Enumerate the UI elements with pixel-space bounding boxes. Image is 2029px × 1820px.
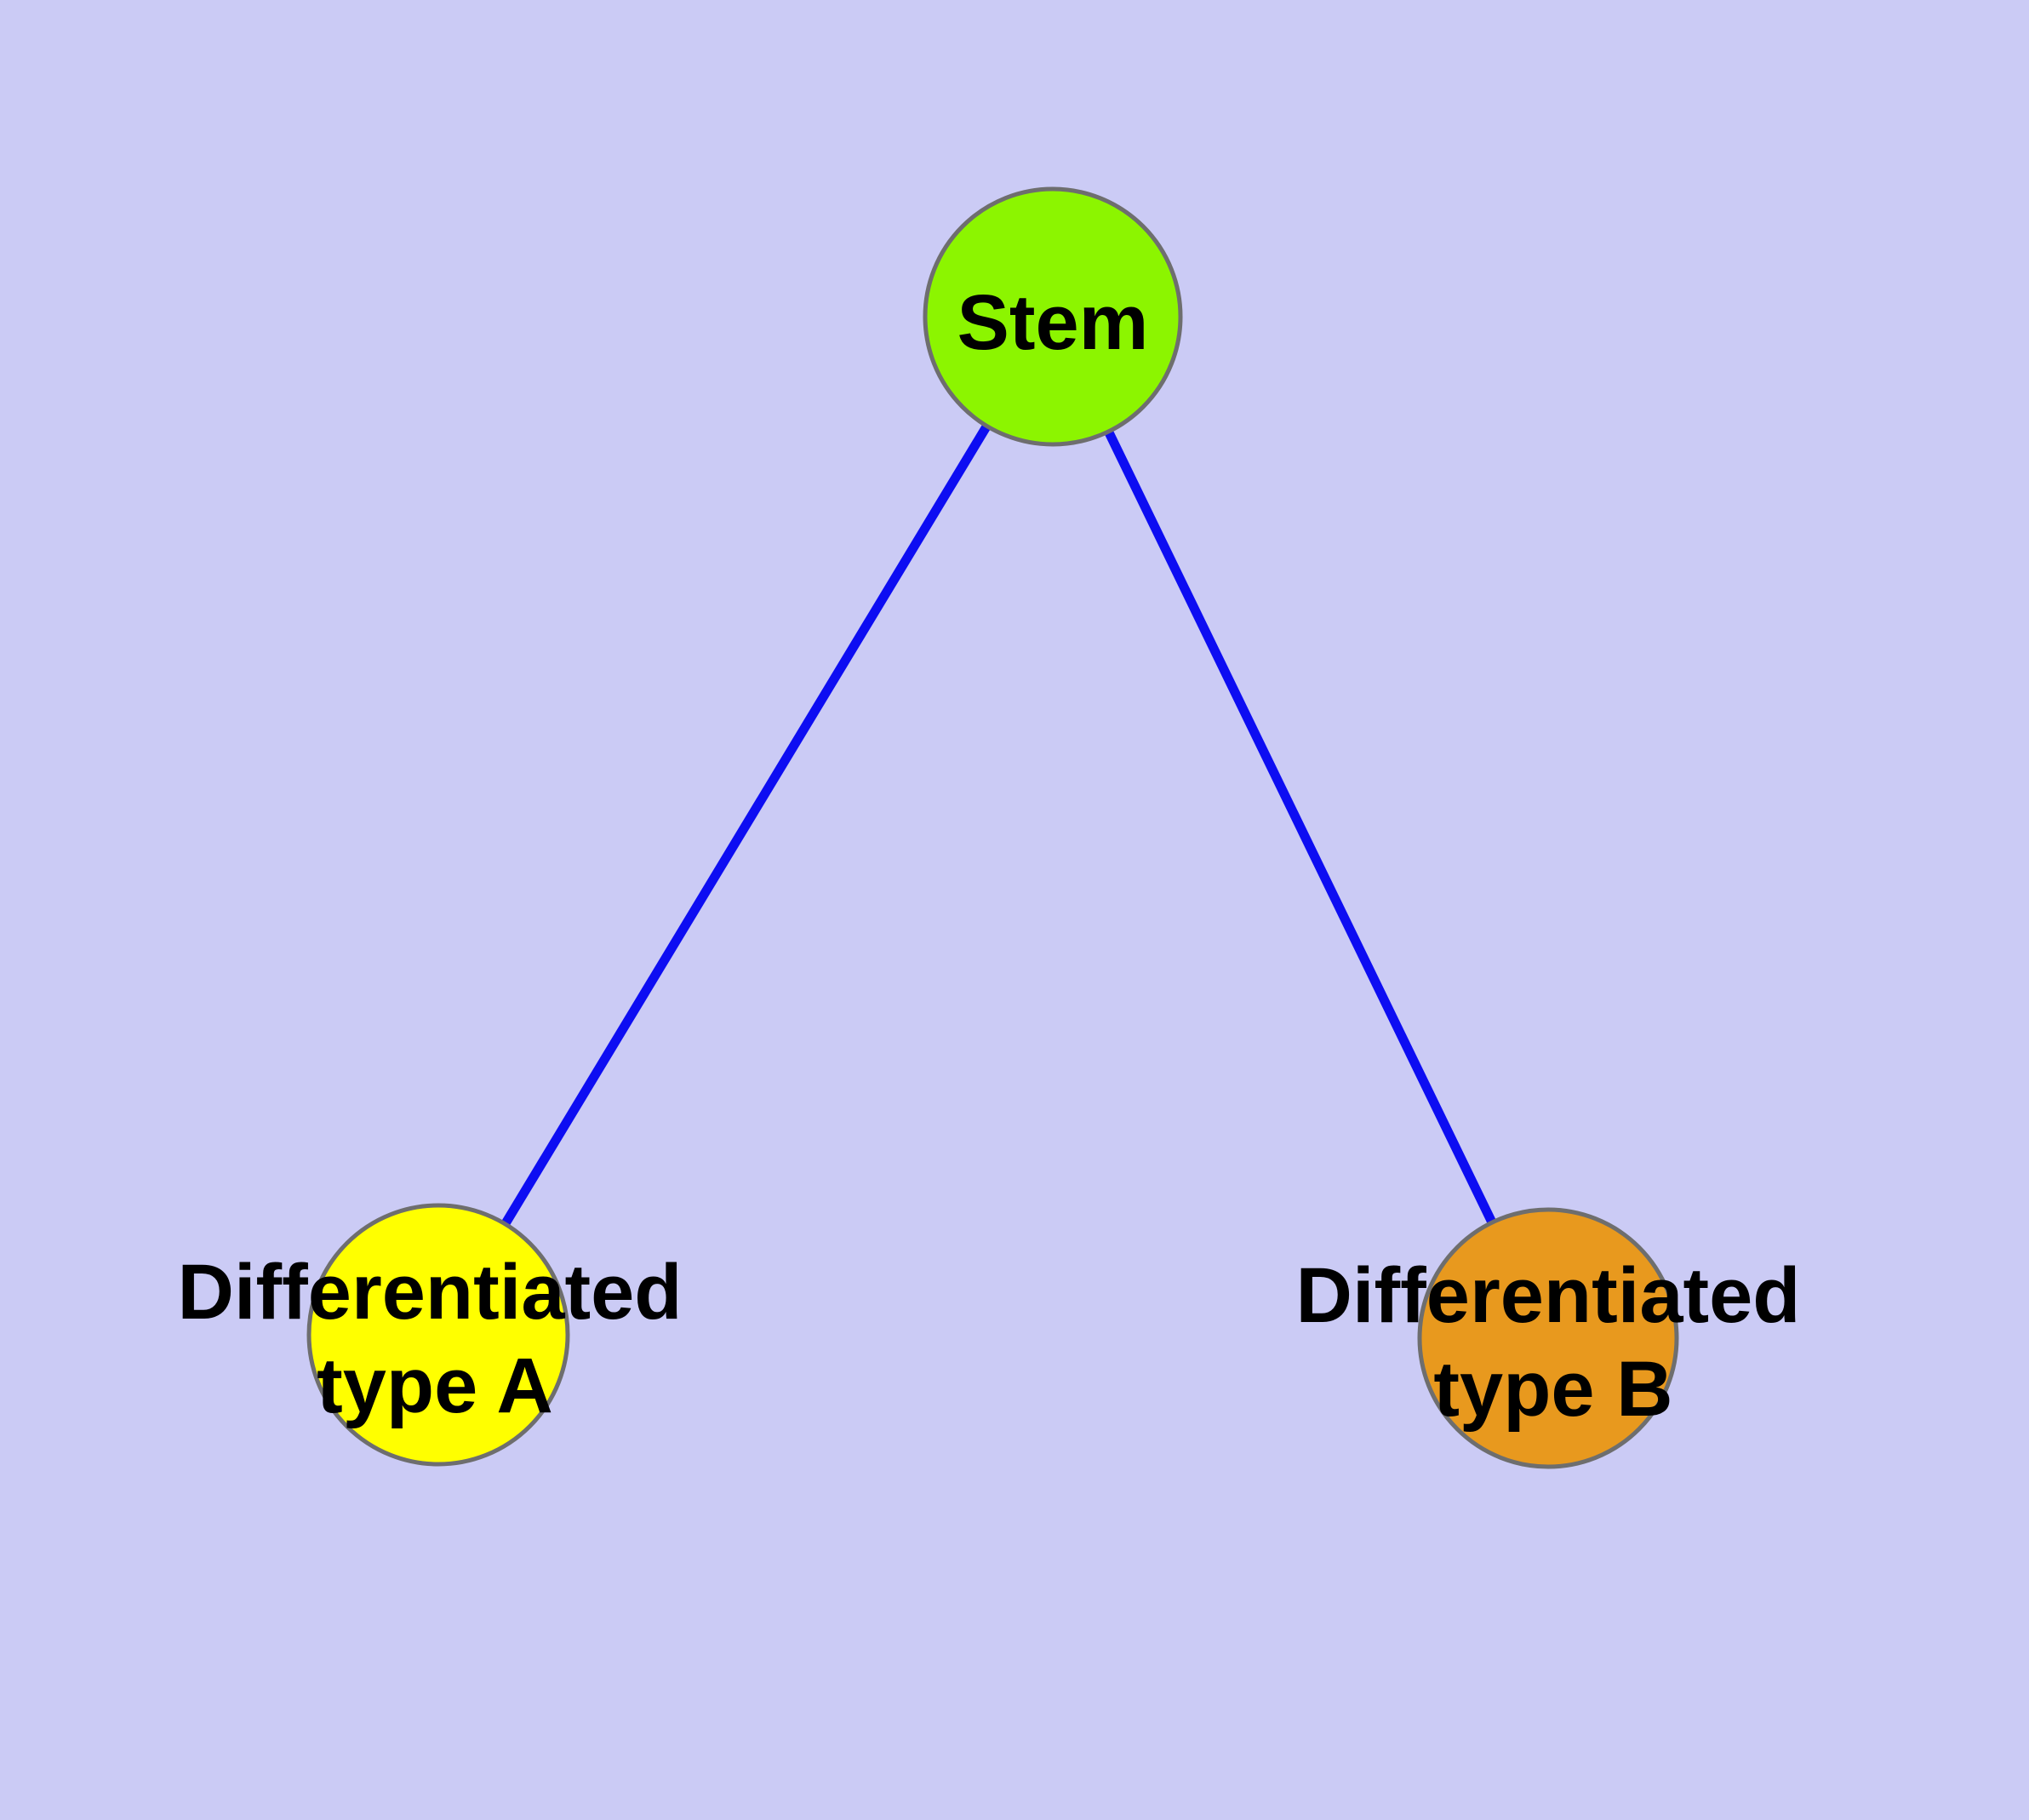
type-a-circle [306, 1203, 570, 1467]
edges [434, 314, 1552, 1341]
node-stem: Stem [923, 186, 1183, 447]
type-b-label-line2: type B [1433, 1346, 1672, 1433]
stem-label: Stem [957, 279, 1149, 366]
node-differentiated-type-b: Differentiated type B [1296, 1207, 1801, 1469]
type-a-label-line2: type A [317, 1342, 553, 1429]
type-a-label-line1: Differentiated [178, 1249, 683, 1336]
type-b-circle [1417, 1207, 1679, 1469]
node-differentiated-type-a: Differentiated type A [178, 1203, 683, 1467]
type-b-label-line1: Differentiated [1296, 1252, 1801, 1339]
edge-stem-to-type-a [434, 314, 1057, 1337]
stem-circle [923, 186, 1183, 447]
edge-stem-to-type-b [1049, 314, 1552, 1341]
